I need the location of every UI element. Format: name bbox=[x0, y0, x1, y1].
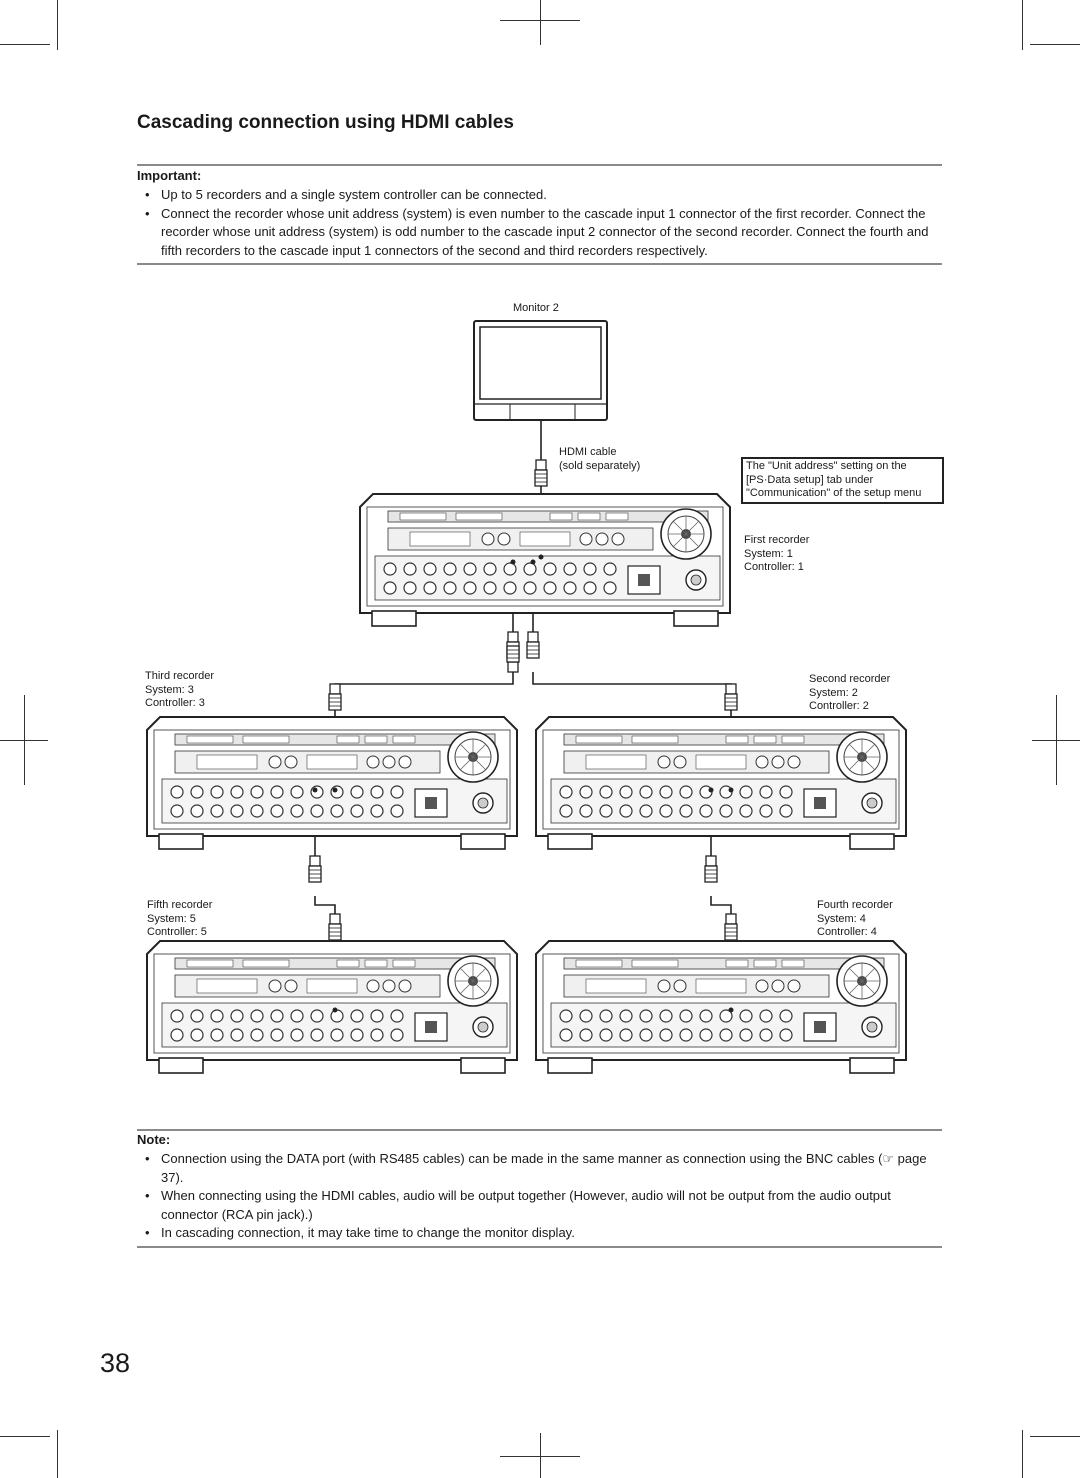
cable-label: HDMI cable bbox=[559, 446, 617, 458]
crop-mark bbox=[0, 1436, 50, 1437]
third-recorder-label: Third recorder System: 3 Controller: 3 bbox=[145, 670, 215, 709]
list-item: Connection using the DATA port (with RS4… bbox=[137, 1150, 942, 1187]
crop-mark bbox=[540, 0, 541, 45]
fourth-recorder-illustration bbox=[535, 940, 907, 1074]
first-recorder-label: First recorder System: 1 Controller: 1 bbox=[744, 534, 810, 573]
crop-mark bbox=[57, 1430, 58, 1478]
crop-mark bbox=[1030, 1436, 1080, 1437]
crop-mark bbox=[0, 740, 48, 741]
crop-mark bbox=[1030, 44, 1080, 45]
page-title: Cascading connection using HDMI cables bbox=[137, 112, 514, 133]
crop-mark bbox=[1022, 0, 1023, 50]
crop-mark bbox=[57, 0, 58, 50]
section-rule bbox=[137, 263, 942, 265]
section-rule bbox=[137, 1246, 942, 1248]
page-number: 38 bbox=[100, 1348, 131, 1378]
crop-mark bbox=[500, 20, 580, 21]
second-recorder-illustration bbox=[535, 716, 907, 850]
fourth-recorder-label: Fourth recorder System: 4 Controller: 4 bbox=[817, 899, 893, 938]
note-heading: Note: bbox=[137, 1132, 171, 1147]
fifth-recorder-label: Fifth recorder System: 5 Controller: 5 bbox=[147, 899, 213, 938]
list-item: In cascading connection, it may take tim… bbox=[137, 1224, 942, 1243]
crop-mark bbox=[1022, 1430, 1023, 1478]
cable-label-note: (sold separately) bbox=[559, 460, 641, 472]
list-item: Up to 5 recorders and a single system co… bbox=[137, 186, 942, 205]
crop-mark bbox=[500, 1456, 580, 1457]
list-item: Connect the recorder whose unit address … bbox=[137, 205, 942, 261]
list-item: When connecting using the HDMI cables, a… bbox=[137, 1187, 942, 1224]
first-recorder-illustration bbox=[359, 493, 731, 627]
monitor-label: Monitor 2 bbox=[513, 302, 559, 314]
third-recorder-illustration bbox=[146, 716, 518, 850]
important-heading: Important: bbox=[137, 168, 202, 183]
important-list: Up to 5 recorders and a single system co… bbox=[137, 186, 942, 260]
callout-box: The "Unit address" setting on the [PS·Da… bbox=[741, 457, 944, 504]
note-list: Connection using the DATA port (with RS4… bbox=[137, 1150, 942, 1243]
second-recorder-label: Second recorder System: 2 Controller: 2 bbox=[809, 673, 891, 712]
crop-mark bbox=[540, 1433, 541, 1478]
fifth-recorder-illustration bbox=[146, 940, 518, 1074]
crop-mark bbox=[1032, 740, 1080, 741]
monitor-illustration bbox=[473, 320, 608, 421]
section-rule bbox=[137, 1129, 942, 1131]
section-rule bbox=[137, 164, 942, 166]
crop-mark bbox=[0, 44, 50, 45]
